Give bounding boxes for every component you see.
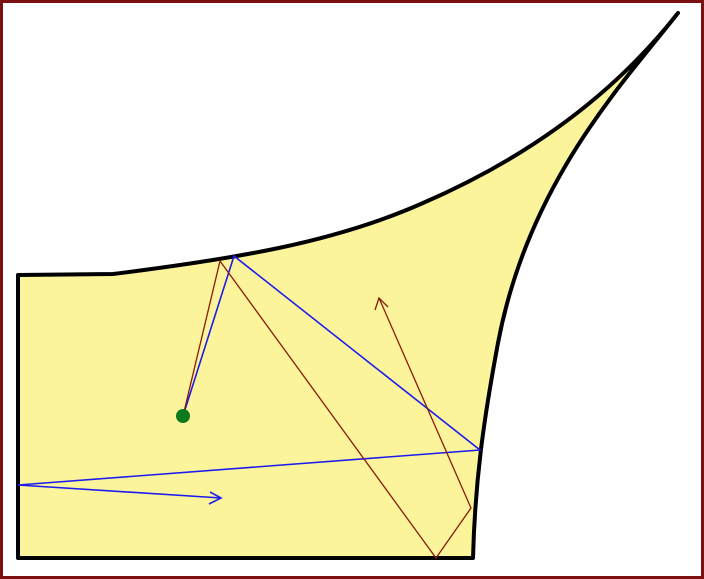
green-source-dot [176,409,190,423]
red-ray-arrowhead [374,296,389,311]
billiard-diagram [16,11,680,560]
red-ray-path [182,259,472,560]
billiard-region [16,11,680,560]
blue-ray-path [17,254,483,499]
blue-ray-arrowhead [208,491,223,505]
